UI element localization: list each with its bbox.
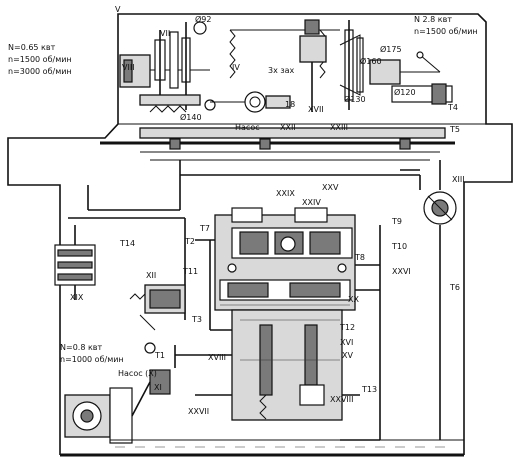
valve-xxix xyxy=(231,207,328,223)
pump-drive-speed: n=1000 об/мин xyxy=(60,355,124,364)
label-t8: T8 xyxy=(354,253,365,262)
label-t13: T13 xyxy=(361,385,377,394)
label-xxiii: XXIII xyxy=(330,123,348,132)
label-t9: T9 xyxy=(391,217,402,226)
label-xxv: XXV xyxy=(322,183,339,192)
label-t2: T2 xyxy=(184,237,195,246)
oil-tank xyxy=(60,439,464,457)
main-valve-block xyxy=(214,214,356,421)
label-t5: T5 xyxy=(449,125,460,134)
label-viii: VIII xyxy=(122,63,135,72)
right-drive-speed: n=1500 об/мин xyxy=(414,27,478,36)
label-t14: T14 xyxy=(119,239,135,248)
label-xxvi: XXVI xyxy=(392,267,411,276)
label-v: V xyxy=(115,5,121,14)
worm-pair xyxy=(210,91,291,113)
label-xviii: XVIII xyxy=(208,353,226,362)
label-xxviii: XXVIII xyxy=(330,395,354,404)
label-xv: XV xyxy=(342,351,353,360)
left-drive-power: N=0.65 квт xyxy=(8,43,56,52)
right-drive-power: N 2.8 квт xyxy=(414,15,452,24)
label-t12: T12 xyxy=(339,323,355,332)
spring-linkage xyxy=(229,19,340,112)
left-drive-speed1: n=1500 об/мин xyxy=(8,55,72,64)
label-d130: Ø130 xyxy=(344,94,366,104)
label-xxix: XXIX xyxy=(276,189,295,198)
label-three-pass: 3х зах xyxy=(268,66,295,75)
label-d120: Ø120 xyxy=(394,87,416,97)
label-xix: XIX xyxy=(70,293,84,302)
label-xvi: XVI xyxy=(340,338,353,347)
label-d92: Ø92 xyxy=(195,14,211,24)
label-18: 18 xyxy=(285,100,295,109)
label-xiii: XIII xyxy=(452,175,465,184)
pump-drive-power: N=0.8 квт xyxy=(60,343,103,352)
label-xxiv: XXIV xyxy=(302,198,321,207)
right-motor-group xyxy=(339,20,453,110)
label-vii: VII xyxy=(160,29,170,38)
label-t3: T3 xyxy=(191,315,202,324)
label-d160: Ø160 xyxy=(360,56,382,66)
left-motor-group xyxy=(119,21,216,113)
pump-motor xyxy=(64,342,171,444)
label-xvii-top: XVII xyxy=(308,105,324,114)
left-drive-speed2: n=3000 об/мин xyxy=(8,67,72,76)
label-xx: XX xyxy=(348,295,359,304)
cylinder-xii xyxy=(129,284,186,331)
label-d140: Ø140 xyxy=(180,112,202,122)
label-t7: T7 xyxy=(199,224,210,233)
label-pump-top: Насос xyxy=(235,123,260,132)
label-iv: IV xyxy=(232,63,240,72)
label-t10: T10 xyxy=(391,242,407,251)
left-valve-stack xyxy=(54,225,96,300)
label-xii: XII xyxy=(146,271,156,280)
label-t1: T1 xyxy=(154,351,165,360)
label-t6: T6 xyxy=(449,283,460,292)
label-xxvii: XXVII xyxy=(188,407,209,416)
label-t11: T11 xyxy=(182,267,198,276)
pump-label: Насос (X) xyxy=(118,369,157,378)
label-xi: XI xyxy=(154,383,162,392)
label-xxii: XXII xyxy=(280,123,296,132)
label-t4: T4 xyxy=(447,103,458,112)
machine-frame xyxy=(7,13,513,455)
label-d175: Ø175 xyxy=(380,44,402,54)
flow-regulator-xiii xyxy=(423,191,457,225)
table-shaft xyxy=(100,127,455,161)
